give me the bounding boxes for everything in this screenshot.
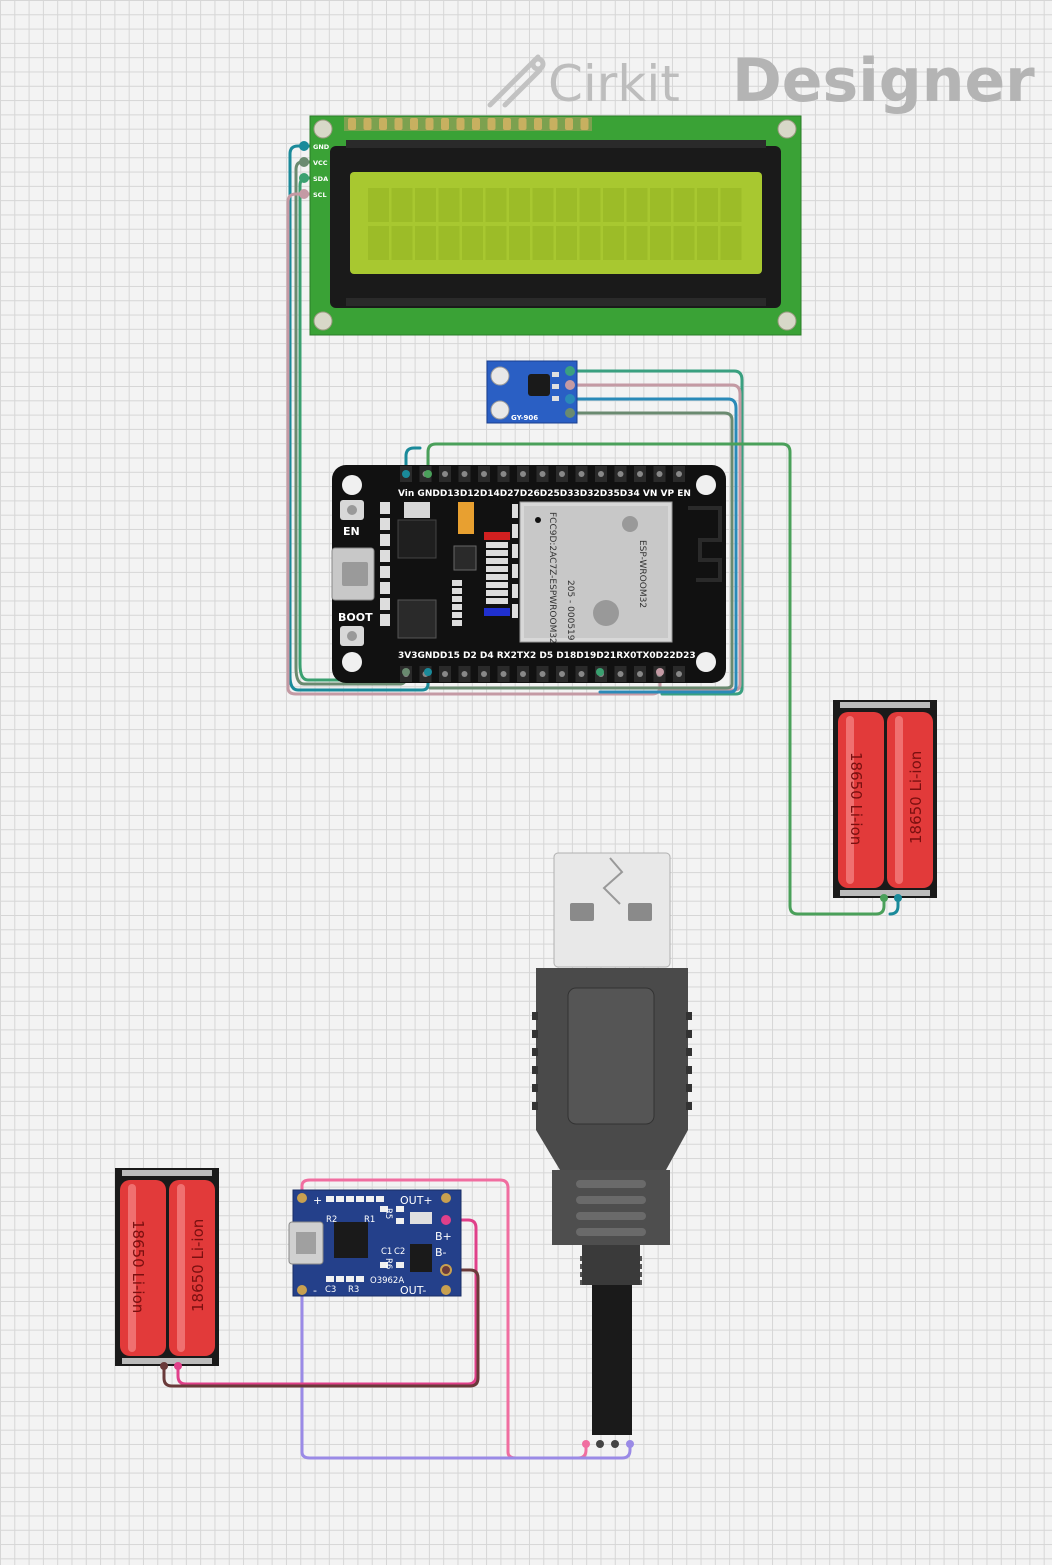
wire-lcd-gnd xyxy=(288,144,430,692)
lcd-pin-scl: SCL xyxy=(313,191,327,199)
esp32-bottom-pin-labels: 3V3GNDD15 D2 D4 RX2TX2 D5 D18D19D21RX0TX… xyxy=(398,651,696,661)
wires xyxy=(162,144,900,1460)
wire-esp-gnd-battery xyxy=(404,446,422,472)
battery-right-cell-2: 18650 Li-ion xyxy=(907,751,925,844)
battery-right-cell-1: 18650 Li-ion xyxy=(847,752,865,845)
charger-c3: C3 xyxy=(325,1285,336,1295)
esp32-top-header xyxy=(400,466,685,482)
espressif-logo-icon xyxy=(593,600,619,626)
wire-charger-bplus xyxy=(176,1218,478,1386)
wire-sensor-scl xyxy=(568,397,738,694)
boot-button-label: BOOT xyxy=(338,611,373,624)
module-fcc: FCC9D:2AC7Z-ESPWROOM32 xyxy=(547,512,557,644)
charger-module[interactable]: + - OUT+ OUT- B+ B- R2 R1 R5 C1 C2 R6 C3… xyxy=(288,1189,462,1297)
battery-right[interactable]: 18650 Li-ion 18650 Li-ion xyxy=(833,700,937,902)
wire-sensor-sda xyxy=(428,411,734,690)
wire-battery-right-teal xyxy=(888,896,900,916)
charger-r2: R2 xyxy=(326,1215,337,1225)
charger-out-minus: OUT- xyxy=(400,1284,426,1297)
esp32-bottom-header xyxy=(400,666,685,682)
watermark-product: Designer xyxy=(732,46,1035,116)
lcd-char-grid xyxy=(368,188,742,260)
sensor-label: GY-906 xyxy=(511,414,538,422)
lcd-pin-sda: SDA xyxy=(313,175,328,183)
battery-left-cell-2: 18650 Li-ion xyxy=(189,1219,207,1312)
lcd-display[interactable]: /* placeholder */ GND VCC SDA SCL xyxy=(299,115,802,336)
cirkit-logo-icon xyxy=(487,54,546,108)
en-button-label: EN xyxy=(343,525,360,538)
charger-b-minus: B- xyxy=(435,1246,447,1259)
watermark-brand: Cirkit xyxy=(548,55,680,113)
wire-charger-bminus xyxy=(162,1268,480,1388)
wire-charger-usb-lavender xyxy=(300,1290,632,1460)
lcd-pin-vcc: VCC xyxy=(313,159,328,167)
usb-plug[interactable] xyxy=(532,852,692,1448)
charger-plus: + xyxy=(313,1194,322,1207)
antenna-trace xyxy=(688,506,722,582)
esp32-top-pin-labels: Vin GNDD13D12D14D27D26D25D33D32D35D34 VN… xyxy=(398,489,691,499)
charger-r3: R3 xyxy=(348,1285,359,1295)
esp32-board[interactable]: Vin GNDD13D12D14D27D26D25D33D32D35D34 VN… xyxy=(331,465,726,683)
charger-out-plus: OUT+ xyxy=(400,1194,433,1207)
lcd-i2c-pins: GND VCC SDA SCL xyxy=(299,141,330,199)
watermark: Cirkit Designer xyxy=(487,46,1035,116)
wire-sensor-vin xyxy=(568,369,744,696)
charger-r1: R1 xyxy=(364,1215,375,1225)
charger-r5: R5 xyxy=(383,1208,393,1219)
lcd-pin-gnd: GND xyxy=(313,143,330,151)
charger-c1: C1 xyxy=(381,1247,392,1257)
wifi-logo-icon xyxy=(622,516,638,532)
wire-esp-vin-battery xyxy=(426,442,886,916)
battery-left-cell-1: 18650 Li-ion xyxy=(129,1220,147,1313)
module-name: ESP-WROOM32 xyxy=(637,540,647,608)
battery-left[interactable]: 18650 Li-ion 18650 Li-ion xyxy=(115,1168,219,1370)
charger-chip-label: O3962A xyxy=(370,1276,404,1286)
gy906-sensor[interactable]: GY-906 xyxy=(486,360,578,424)
charger-c2: C2 xyxy=(394,1247,405,1257)
module-code: 205 - 000519 xyxy=(565,580,575,641)
charger-chip xyxy=(334,1222,368,1258)
charger-r6: R6 xyxy=(383,1258,393,1269)
charger-b-plus: B+ xyxy=(435,1230,452,1243)
charger-minus: - xyxy=(313,1284,317,1297)
